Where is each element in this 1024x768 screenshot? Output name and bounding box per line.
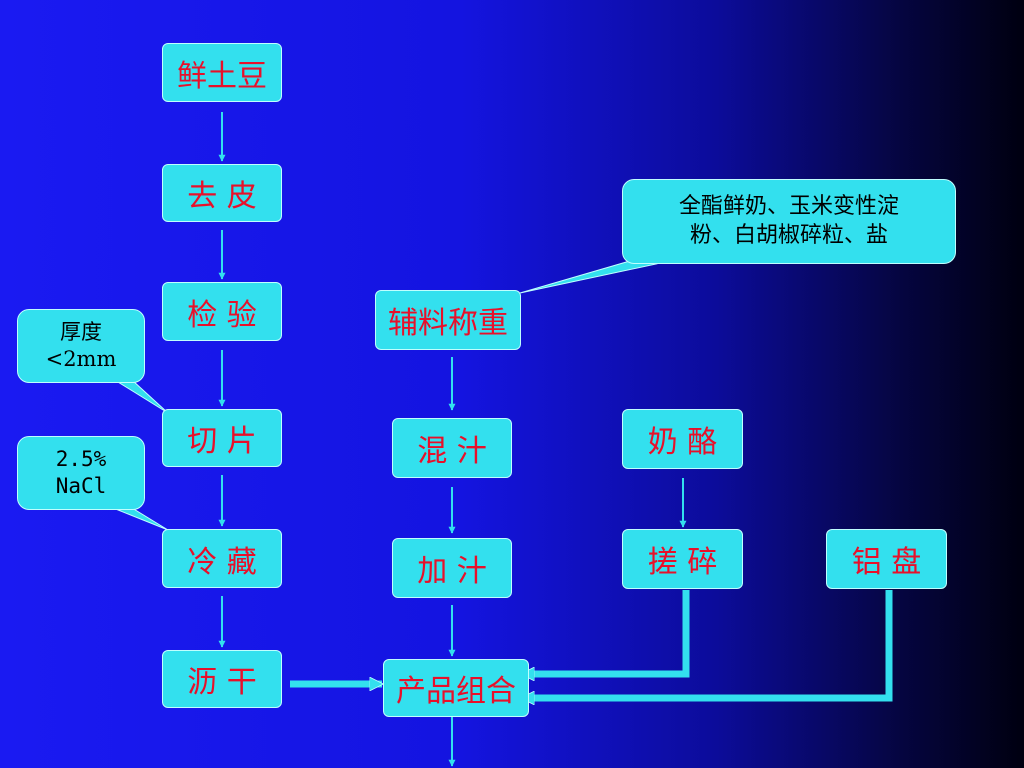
fresh-potato-box: 鲜土豆 [162, 43, 282, 102]
add-sauce-box: 加 汁 [392, 538, 512, 598]
mix-sauce-box: 混 汁 [392, 418, 512, 478]
product-assembly-box: 产品组合 [383, 659, 529, 717]
salt-note-line-1: 2.5% [55, 446, 107, 471]
aluminum-tray-box: 铝 盘 [826, 529, 947, 589]
salt-solution-note: 2.5% NaCl [17, 436, 145, 510]
drain-box: 沥 干 [162, 650, 282, 708]
salt-callout-pointer [116, 507, 169, 531]
arrow-grind-to-assembly [522, 590, 690, 674]
ingredients-note-line-2: 粉、白胡椒碎粒、盐 [689, 222, 888, 248]
salt-note-line-2: NaCl [55, 474, 107, 498]
weigh-ingredients-box: 辅料称重 [375, 290, 521, 350]
thickness-callout-pointer [116, 379, 169, 414]
slice-box: 切 片 [162, 409, 282, 467]
grind-box: 搓 碎 [622, 529, 743, 589]
thickness-note: 厚度 <2mm [17, 309, 145, 383]
ingredients-note: 全酯鲜奶、玉米变性淀 粉、白胡椒碎粒、盐 [622, 179, 956, 264]
cheese-box: 奶 酪 [622, 409, 743, 469]
peel-box: 去 皮 [162, 164, 282, 222]
thickness-note-line-1: 厚度 [59, 319, 102, 344]
thickness-note-line-2: <2mm [45, 347, 117, 371]
arrow-tray-to-assembly [522, 590, 893, 698]
inspect-box: 检 验 [162, 282, 282, 341]
ingredients-note-line-1: 全酯鲜奶、玉米变性淀 [678, 193, 899, 219]
refrigerate-box: 冷 藏 [162, 529, 282, 588]
